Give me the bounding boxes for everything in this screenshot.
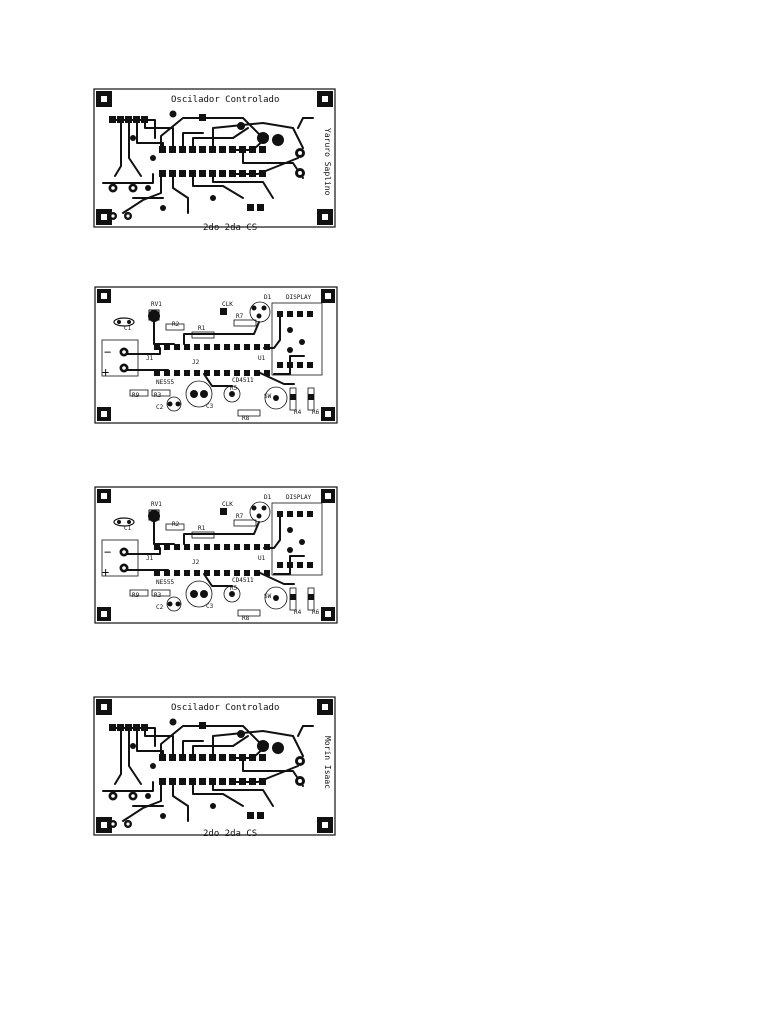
polarity-minus: −	[104, 345, 111, 359]
copper-traces	[102, 117, 314, 214]
ic-footprint-u1	[154, 544, 270, 576]
label-c1: C1	[124, 325, 132, 332]
display-pads	[277, 511, 313, 568]
label-j2: J2	[192, 359, 200, 366]
board-bottom-label: 2do 2da CS	[203, 829, 257, 839]
label-c3: C3	[206, 403, 214, 410]
label-c1: C1	[124, 525, 132, 532]
label-r7: R7	[236, 513, 244, 520]
polarity-plus: +	[102, 565, 109, 579]
label-u1: U1	[258, 355, 266, 362]
pcb-display-a-svg: DISPLAY D1 RV1 C1 CLK R7 R2 R1 J1 J2 U1 …	[94, 286, 338, 424]
ic-footprint-u1	[159, 754, 266, 785]
board-outline	[93, 88, 336, 228]
ic-footprint-u1	[154, 344, 270, 376]
label-r6: R6	[312, 609, 320, 616]
label-display: DISPLAY	[286, 294, 312, 301]
label-c2: C2	[156, 604, 164, 611]
label-clk: CLK	[222, 501, 233, 508]
component-pads	[113, 305, 314, 407]
label-cd4511: CD4511	[232, 577, 254, 584]
pcb-display-b: DISPLAY D1 RV1 C1 CLK R7 R2 R1 J1 J2 U1 …	[94, 486, 338, 624]
ic-footprint-u1	[159, 146, 266, 177]
pcb-oscillator-bottom-svg: Oscilador Controlado 2do 2da CS Morin Is…	[93, 696, 336, 839]
label-clk: CLK	[222, 301, 233, 308]
label-d1: D1	[264, 494, 272, 501]
component-pads	[113, 505, 314, 607]
label-r1: R1	[198, 525, 206, 532]
board-side-label: Morin Isaac	[323, 736, 332, 789]
label-r3: R3	[154, 392, 162, 399]
label-r2: R2	[172, 321, 180, 328]
label-r7: R7	[236, 313, 244, 320]
label-c3: C3	[206, 603, 214, 610]
label-r6: R6	[312, 409, 320, 416]
component-pads	[108, 718, 305, 828]
connector-header	[109, 116, 148, 123]
label-c2: C2	[156, 404, 164, 411]
polarity-minus: −	[104, 545, 111, 559]
label-display: DISPLAY	[286, 494, 312, 501]
label-r4: R4	[294, 409, 302, 416]
copper-traces	[102, 725, 314, 822]
label-sw: SW	[264, 593, 272, 600]
board-bottom-label: 2do 2da CS	[203, 223, 257, 233]
pcb-display-a: DISPLAY D1 RV1 C1 CLK R7 R2 R1 J1 J2 U1 …	[94, 286, 338, 424]
label-r2: R2	[172, 521, 180, 528]
board-side-label: Yaruro Saplino	[323, 128, 332, 196]
pcb-oscillator-top-svg: Oscilador Controlado 2do 2da CS Yaruro S…	[93, 88, 336, 233]
label-rv1: RV1	[151, 501, 162, 508]
label-j2: J2	[192, 559, 200, 566]
component-pads	[108, 110, 305, 220]
label-ne555: NE555	[156, 579, 174, 586]
board-outline	[94, 486, 338, 624]
label-r3: R3	[154, 592, 162, 599]
pcb-oscillator-bottom: Oscilador Controlado 2do 2da CS Morin Is…	[93, 696, 336, 839]
board-title: Oscilador Controlado	[171, 95, 279, 105]
display-pads	[277, 311, 313, 368]
label-j1: J1	[146, 555, 154, 562]
board-title: Oscilador Controlado	[171, 703, 279, 713]
board-outline	[93, 696, 336, 836]
label-r9: R9	[132, 392, 140, 399]
label-r8: R8	[242, 415, 250, 422]
label-cd4511: CD4511	[232, 377, 254, 384]
label-sw: SW	[264, 393, 272, 400]
board-outline	[94, 286, 338, 424]
connector-header	[109, 724, 148, 731]
label-j1: J1	[146, 355, 154, 362]
label-ne555: NE555	[156, 379, 174, 386]
label-d1: D1	[264, 294, 272, 301]
pcb-oscillator-top: Oscilador Controlado 2do 2da CS Yaruro S…	[93, 88, 336, 233]
label-r1: R1	[198, 325, 206, 332]
label-r4: R4	[294, 609, 302, 616]
label-r8: R8	[242, 615, 250, 622]
label-r5: R5	[230, 585, 238, 592]
label-rv1: RV1	[151, 301, 162, 308]
silkscreen-outlines	[101, 301, 323, 417]
polarity-plus: +	[102, 365, 109, 379]
label-u1: U1	[258, 555, 266, 562]
label-r9: R9	[132, 592, 140, 599]
pcb-display-b-svg: DISPLAY D1 RV1 C1 CLK R7 R2 R1 J1 J2 U1 …	[94, 486, 338, 624]
label-r5: R5	[230, 385, 238, 392]
